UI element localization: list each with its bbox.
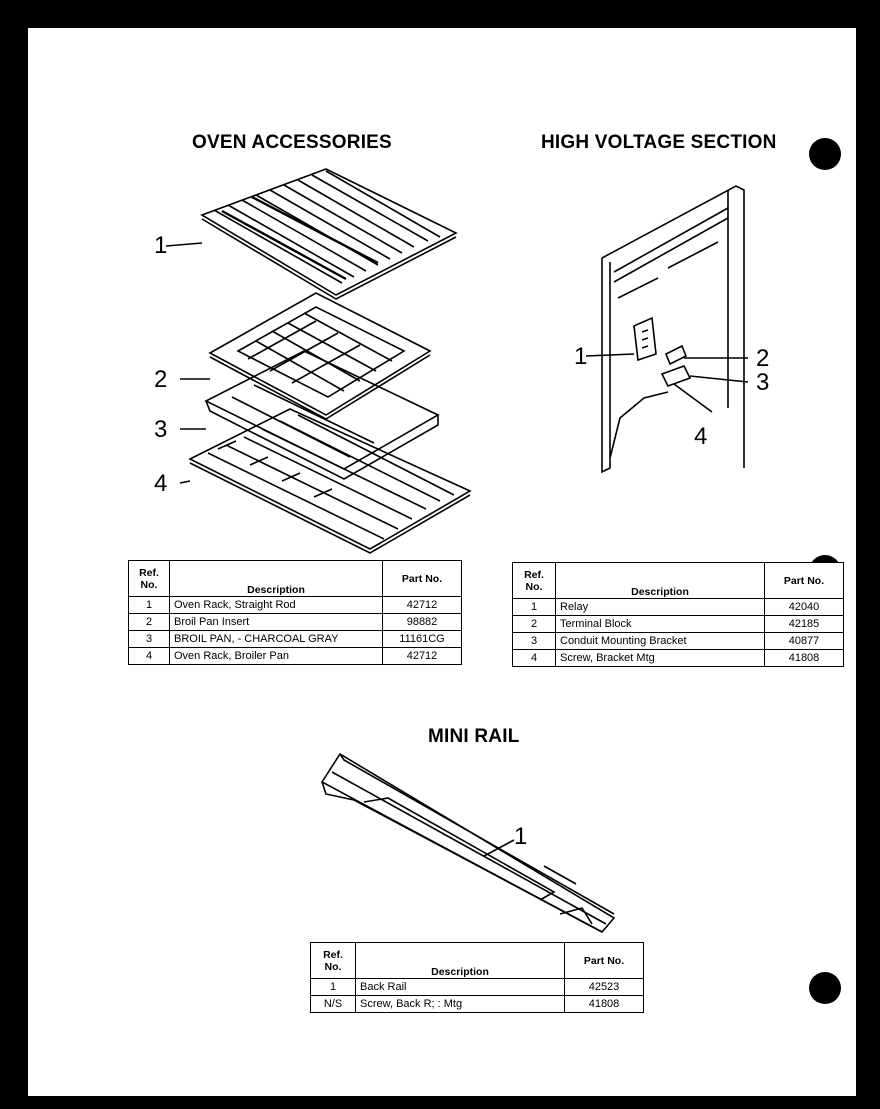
part-no-header: Part No. <box>764 562 844 599</box>
table-row: 4 Screw, Bracket Mtg 41808 <box>512 649 844 667</box>
description-cell: Conduit Mounting Bracket <box>555 632 765 650</box>
hv-callout-1: 1 <box>574 343 587 370</box>
table-row: 2 Terminal Block 42185 <box>512 615 844 633</box>
description-header: Description <box>169 560 383 597</box>
description-header: Description <box>555 562 765 599</box>
part-no-header: Part No. <box>564 942 644 979</box>
description-cell: Screw, Bracket Mtg <box>555 649 765 667</box>
mini-rail-diagram: 1 <box>320 752 616 934</box>
ref-cell: 1 <box>128 596 170 614</box>
description-cell: Oven Rack, Broiler Pan <box>169 647 383 665</box>
part-cell: 40877 <box>764 632 844 650</box>
ref-cell: 2 <box>512 615 556 633</box>
parts-sheet: OVEN ACCESSORIES HIGH VOLTAGE SECTION MI… <box>28 28 856 1096</box>
broil-pan-insert-illustration <box>208 292 432 420</box>
table-row: 3 Conduit Mounting Bracket 40877 <box>512 632 844 650</box>
high-voltage-diagram: 1 2 3 4 <box>574 185 769 474</box>
table-row: 2 Broil Pan Insert 98882 <box>128 613 462 631</box>
relay-illustration <box>633 316 657 362</box>
ref-no-header: Ref. No. <box>310 942 356 979</box>
hv-callout-4: 4 <box>694 423 707 450</box>
part-cell: 42040 <box>764 598 844 616</box>
description-cell: Back Rail <box>355 978 565 996</box>
mini-rail-parts-table: Ref. No. Description Part No. 1 Back Rai… <box>310 942 644 1013</box>
description-cell: Oven Rack, Straight Rod <box>169 596 383 614</box>
oven-rack-broiler-pan-illustration <box>188 408 472 554</box>
description-cell: Screw, Back R; : Mtg <box>355 995 565 1013</box>
ref-cell: 1 <box>310 978 356 996</box>
hv-callout-3: 3 <box>756 369 769 396</box>
ref-no-header: Ref. No. <box>128 560 170 597</box>
high-voltage-parts-table: Ref. No. Description Part No. 1 Relay 42… <box>512 562 844 667</box>
table-row: 1 Back Rail 42523 <box>310 978 644 996</box>
ref-cell: 3 <box>128 630 170 648</box>
high-voltage-panel-illustration <box>601 185 745 474</box>
oven-callout-4: 4 <box>154 470 167 497</box>
description-cell: Terminal Block <box>555 615 765 633</box>
terminal-block-illustration <box>664 344 688 366</box>
table-row: N/S Screw, Back R; : Mtg 41808 <box>310 995 644 1013</box>
part-cell: 11161CG <box>382 630 462 648</box>
hv-callout-2: 2 <box>756 345 769 372</box>
ref-cell: 4 <box>128 647 170 665</box>
part-cell: 41808 <box>564 995 644 1013</box>
description-header: Description <box>355 942 565 979</box>
table-row: 3 BROIL PAN, - CHARCOAL GRAY 11161CG <box>128 630 462 648</box>
oven-callout-2: 2 <box>154 366 167 393</box>
ref-cell: N/S <box>310 995 356 1013</box>
back-rail-illustration <box>320 752 616 934</box>
part-cell: 42185 <box>764 615 844 633</box>
table-row: 4 Oven Rack, Broiler Pan 42712 <box>128 647 462 665</box>
description-cell: BROIL PAN, - CHARCOAL GRAY <box>169 630 383 648</box>
high-voltage-title: HIGH VOLTAGE SECTION <box>541 132 777 153</box>
ref-cell: 4 <box>512 649 556 667</box>
table-row: 1 Relay 42040 <box>512 598 844 616</box>
part-cell: 42523 <box>564 978 644 996</box>
description-cell: Relay <box>555 598 765 616</box>
oven-rack-straight-rod-illustration <box>200 168 458 300</box>
ref-cell: 2 <box>128 613 170 631</box>
ref-no-header: Ref. No. <box>512 562 556 599</box>
mini-rail-title: MINI RAIL <box>428 726 520 747</box>
oven-accessories-title: OVEN ACCESSORIES <box>192 132 392 153</box>
mini-rail-callout-1: 1 <box>514 823 527 850</box>
oven-callout-1: 1 <box>154 232 167 259</box>
part-no-header: Part No. <box>382 560 462 597</box>
oven-accessories-parts-table: Ref. No. Description Part No. 1 Oven Rac… <box>128 560 462 665</box>
part-cell: 41808 <box>764 649 844 667</box>
ref-cell: 3 <box>512 632 556 650</box>
part-cell: 42712 <box>382 647 462 665</box>
part-cell: 42712 <box>382 596 462 614</box>
oven-callout-3: 3 <box>154 416 167 443</box>
conduit-bracket-illustration <box>660 365 692 387</box>
binder-hole-bottom <box>809 972 841 1004</box>
part-cell: 98882 <box>382 613 462 631</box>
ref-cell: 1 <box>512 598 556 616</box>
binder-hole-top <box>809 138 841 170</box>
oven-accessories-diagram: 1 2 3 4 <box>154 168 472 554</box>
description-cell: Broil Pan Insert <box>169 613 383 631</box>
table-row: 1 Oven Rack, Straight Rod 42712 <box>128 596 462 614</box>
